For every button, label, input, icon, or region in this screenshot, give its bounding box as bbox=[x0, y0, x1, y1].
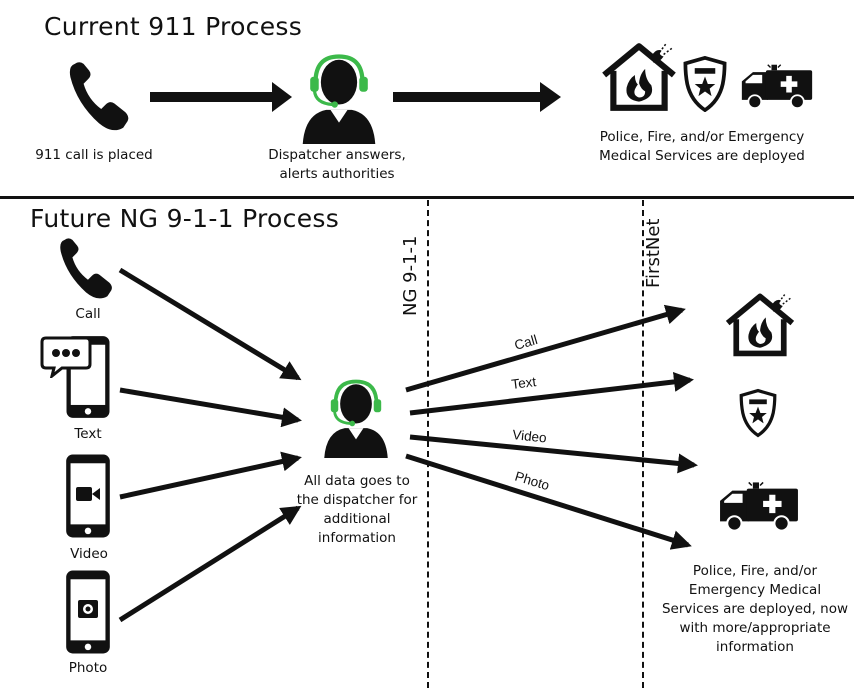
arrow-video-output bbox=[409, 434, 698, 474]
services-caption-future: Police, Fire, and/or Emergency Medical S… bbox=[661, 563, 849, 655]
firstnet-boundary-line bbox=[642, 200, 644, 688]
input-label-call: Call bbox=[75, 306, 101, 322]
arrow-text-input bbox=[119, 387, 302, 428]
arrowhead bbox=[540, 82, 561, 112]
arrowhead bbox=[272, 82, 292, 112]
output-label-text: Text bbox=[511, 374, 538, 392]
section-divider bbox=[0, 196, 854, 199]
arrow-text-output bbox=[409, 371, 694, 416]
input-label-text: Text bbox=[74, 426, 102, 442]
ng911-boundary-line bbox=[427, 200, 429, 688]
output-label-call: Call bbox=[513, 332, 539, 353]
input-label-photo: Photo bbox=[68, 660, 108, 676]
output-label-video: Video bbox=[512, 427, 548, 446]
video-icon bbox=[76, 487, 100, 501]
text-message-icon bbox=[40, 336, 92, 378]
call-placed-caption: 911 call is placed bbox=[35, 147, 153, 163]
photo-icon bbox=[78, 600, 98, 618]
dispatcher-caption: Dispatcher answers, alerts authorities bbox=[268, 147, 406, 182]
future-process-title: Future NG 9-1-1 Process bbox=[30, 204, 340, 233]
arrow-call-output bbox=[405, 304, 686, 393]
input-label-video: Video bbox=[70, 546, 108, 562]
dispatcher-caption-future: All data goes to the dispatcher for addi… bbox=[296, 473, 418, 546]
arrow-video-input bbox=[119, 451, 302, 500]
arrow-call-input bbox=[118, 267, 302, 381]
services-caption: Police, Fire, and/or Emergency Medical S… bbox=[599, 129, 805, 164]
arrow-photo-output bbox=[405, 453, 692, 550]
arrow-photo-input bbox=[118, 505, 302, 623]
current-process-title: Current 911 Process bbox=[44, 12, 303, 41]
